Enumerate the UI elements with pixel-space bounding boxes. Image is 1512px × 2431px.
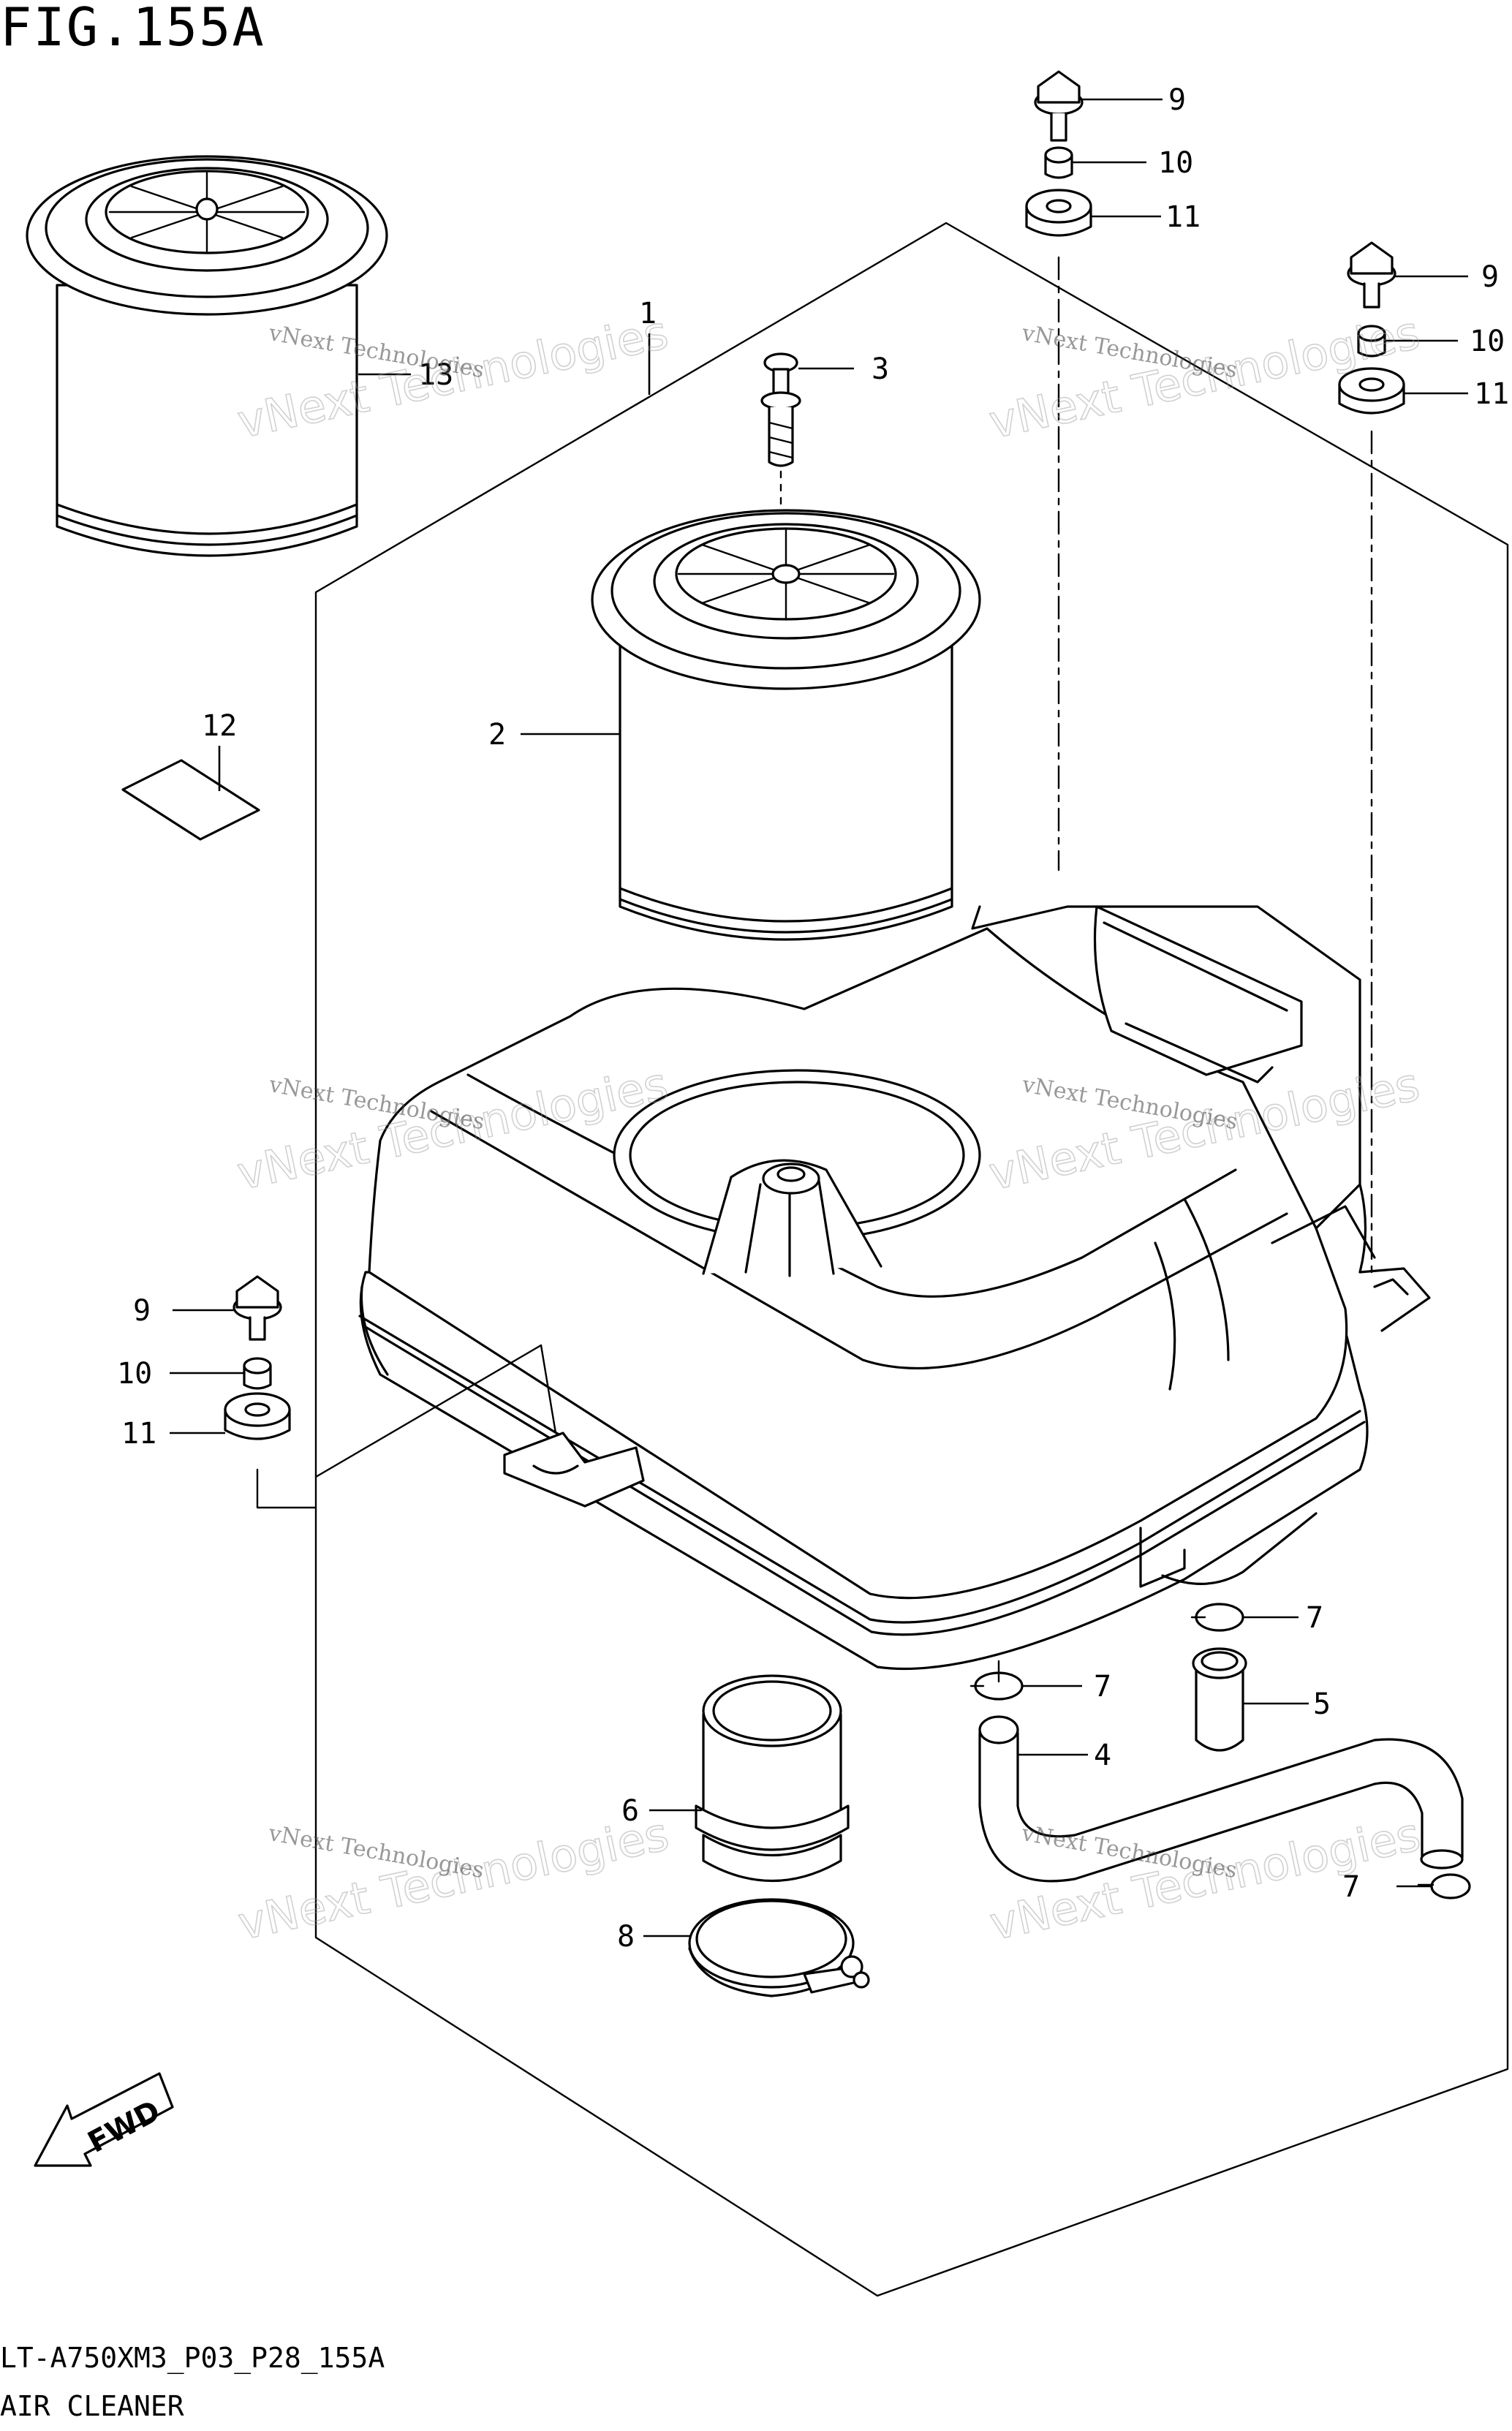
callout-5: 5 — [1313, 1687, 1331, 1721]
part-2-filter-element — [591, 509, 981, 941]
callout-4: 4 — [1094, 1739, 1111, 1772]
part-7-clip-middle — [969, 1660, 1024, 1701]
callout-10-left: 10 — [117, 1357, 152, 1391]
part-13-filter-element — [26, 155, 388, 557]
mount-set-top-center — [1025, 70, 1092, 872]
callout-1: 1 — [639, 297, 657, 330]
part-4-drain-hose — [978, 1715, 1464, 1883]
fwd-arrow: FWD — [34, 2072, 174, 2167]
footer-caption: AIR CLEANER — [0, 2390, 184, 2422]
callout-10-top-center: 10 — [1158, 146, 1193, 180]
callout-7-upper: 7 — [1306, 1601, 1323, 1635]
footer-code: LT-A750XM3_P03_P28_155A — [0, 2342, 385, 2375]
part-6-intake-duct — [695, 1674, 850, 1882]
part-5-drain-plug — [1192, 1647, 1247, 1752]
callout-9-top-center: 9 — [1168, 83, 1186, 117]
callout-6: 6 — [621, 1794, 639, 1828]
callout-8: 8 — [617, 1920, 635, 1954]
callout-9-left: 9 — [133, 1294, 151, 1328]
callout-10-top-right: 10 — [1470, 325, 1505, 358]
part-7-clip-upper — [1190, 1603, 1244, 1632]
mount-set-left — [224, 1275, 557, 1509]
callout-11-top-right: 11 — [1474, 377, 1509, 411]
figure-title: FIG.155A — [0, 0, 265, 58]
assembly-boundary — [314, 222, 1509, 2297]
callout-7-lower: 7 — [1342, 1870, 1360, 1904]
callout-13: 13 — [418, 358, 453, 392]
leader-lines — [170, 98, 1468, 1937]
callout-12: 12 — [202, 709, 237, 743]
callout-9-top-right: 9 — [1481, 260, 1499, 294]
callout-11-top-center: 11 — [1165, 200, 1201, 234]
mount-set-top-right — [1338, 241, 1405, 1274]
callout-2: 2 — [488, 718, 506, 752]
part-12-label-sticker — [121, 759, 260, 841]
callout-3: 3 — [872, 352, 889, 386]
air-cleaner-housing — [358, 905, 1431, 1671]
callout-labels: 1 2 3 4 5 6 7 7 7 8 9 9 9 10 10 10 11 11… — [117, 83, 1509, 1954]
callout-11-left: 11 — [121, 1417, 156, 1451]
part-8-hose-clamp — [688, 1898, 870, 1997]
callout-7-middle: 7 — [1094, 1670, 1111, 1704]
